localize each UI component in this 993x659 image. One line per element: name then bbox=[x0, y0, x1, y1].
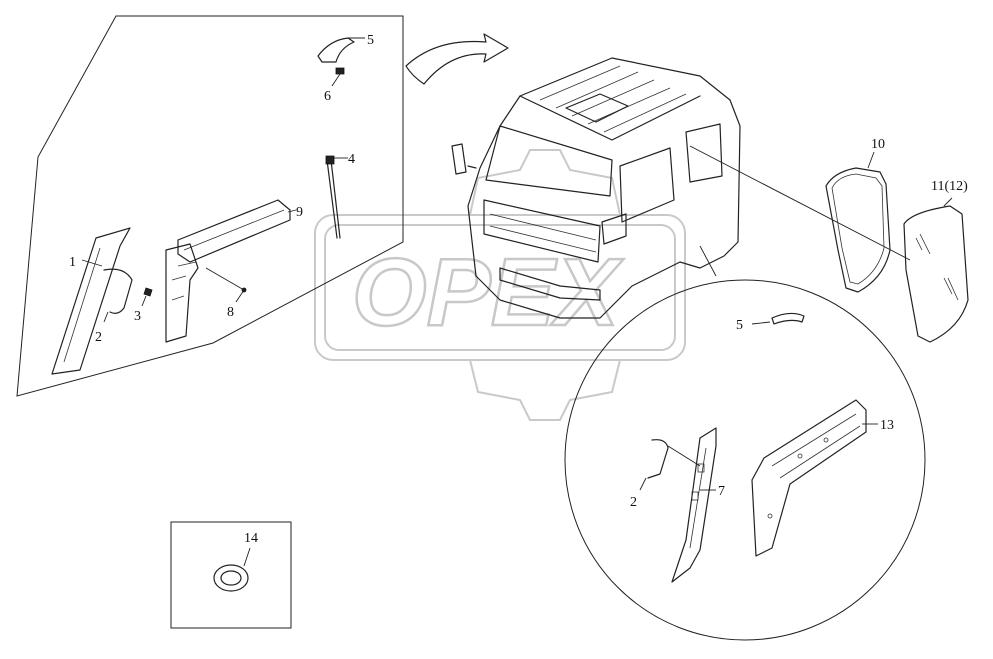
callout-label: 5 bbox=[736, 318, 743, 333]
callout-label: 4 bbox=[348, 152, 355, 167]
callout-label: 2 bbox=[95, 330, 102, 345]
part-3-screw bbox=[141, 287, 153, 307]
part-5-small-handle bbox=[751, 312, 805, 325]
callout-label: 6 bbox=[324, 89, 331, 104]
part-9-trim-strip bbox=[177, 199, 297, 263]
callout-label: 3 bbox=[134, 309, 141, 324]
part-6-screw bbox=[331, 67, 345, 87]
callout-label: 11(12) bbox=[931, 179, 968, 194]
callout-label: 9 bbox=[296, 205, 303, 220]
part-11-12-window-glass bbox=[903, 197, 969, 343]
opex-watermark: OPEX bbox=[314, 149, 686, 421]
callout-label: 2 bbox=[630, 495, 637, 510]
window-leader-line bbox=[689, 145, 911, 261]
callout-label: 5 bbox=[367, 33, 374, 48]
part-5-bracket bbox=[317, 37, 365, 63]
curved-arrow bbox=[405, 33, 509, 85]
callout-label: 7 bbox=[718, 484, 725, 499]
part-8-pillar-trim bbox=[165, 243, 247, 343]
part-7-b-pillar-trim bbox=[671, 427, 717, 583]
part-13-rear-pillar-trim bbox=[751, 399, 878, 557]
callout-label: 13 bbox=[880, 418, 894, 433]
detail-circle bbox=[564, 279, 926, 641]
cab-to-circle-line bbox=[699, 245, 717, 277]
truck-cab bbox=[451, 57, 741, 319]
callout-label: 8 bbox=[227, 305, 234, 320]
callout-label: 14 bbox=[244, 531, 258, 546]
callout-label: 1 bbox=[69, 255, 76, 270]
part-4-rod bbox=[325, 155, 348, 239]
left-detail-frame bbox=[16, 15, 404, 397]
part-1-a-pillar-trim bbox=[51, 227, 131, 375]
part-14-inset bbox=[170, 521, 292, 629]
callout-label: 10 bbox=[871, 137, 885, 152]
part-10-window-seal bbox=[825, 151, 891, 293]
part-2-grab-handle bbox=[103, 268, 133, 323]
part-2-circle-grab-handle bbox=[639, 439, 701, 491]
watermark-text: OPEX bbox=[352, 239, 624, 346]
